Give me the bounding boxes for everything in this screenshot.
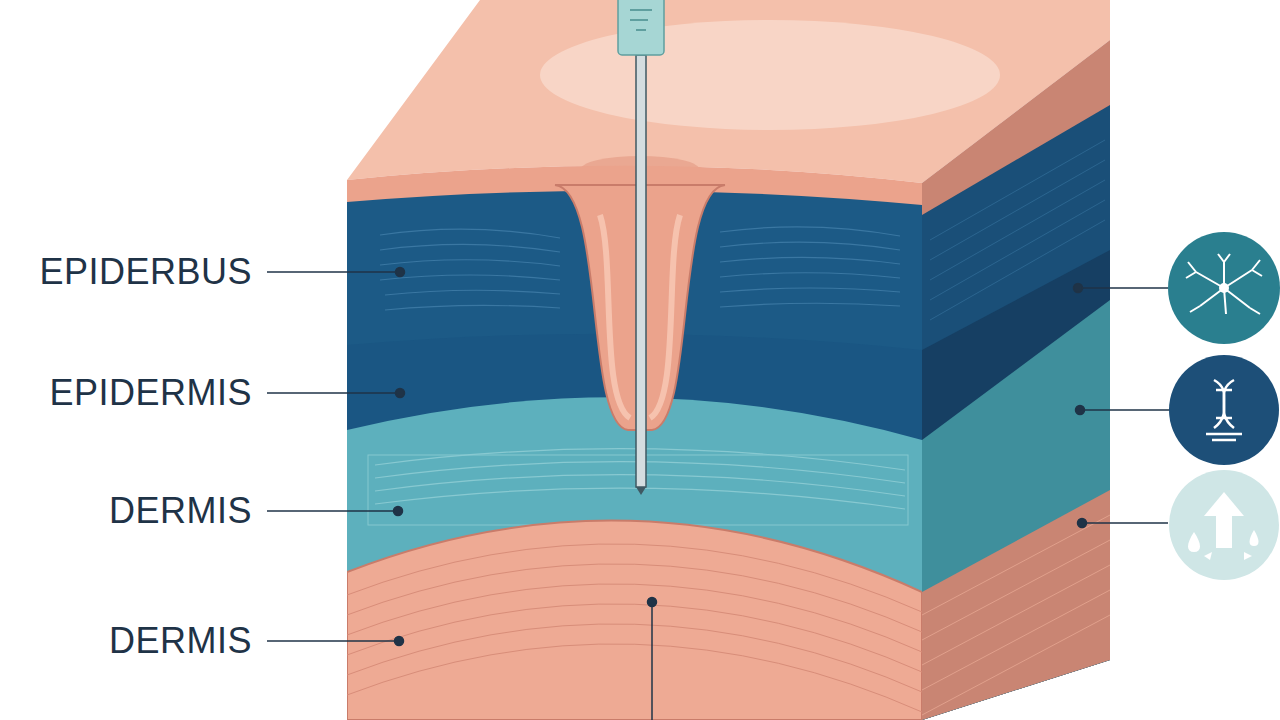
layer-label: DERMIS: [109, 491, 252, 531]
layer-label: EPIDERBUS: [39, 252, 252, 292]
skin-side-layers: [920, 0, 1120, 720]
layer-label: DERMIS: [109, 621, 252, 661]
nerve-icon: [1168, 232, 1280, 344]
needle: [618, 0, 664, 495]
cell-icon: [1169, 355, 1279, 465]
layer-label: EPIDERMIS: [49, 373, 252, 413]
absorption-icon: [1169, 470, 1279, 580]
leader-lines: [267, 268, 1170, 720]
